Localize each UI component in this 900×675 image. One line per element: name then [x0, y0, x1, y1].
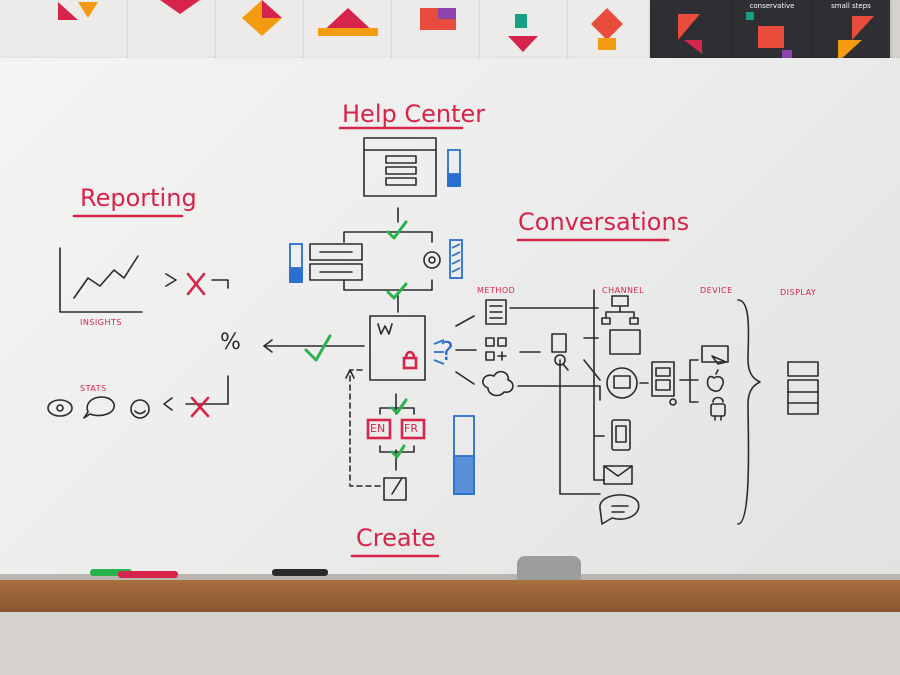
mobile-channel-icon: [611, 419, 631, 451]
green-check: [304, 334, 332, 362]
edit-icon: [383, 477, 407, 501]
insights-chart-line: [73, 255, 139, 299]
lock-icon: [402, 356, 418, 370]
tangram-shape: [515, 14, 527, 28]
whiteboard: [0, 58, 900, 580]
red-x-mark: [190, 396, 210, 418]
tangram-shape: [852, 16, 874, 40]
article-list-icon: [309, 243, 363, 261]
en-label: EN: [370, 422, 386, 435]
green-check: [390, 444, 406, 459]
marker-tray: [0, 574, 900, 584]
red-x-mark: [186, 272, 206, 296]
tangram-shape: [684, 40, 702, 54]
form-method-icon: [485, 299, 507, 325]
eye-icon: [47, 399, 73, 417]
apple-device-icon: [706, 375, 725, 392]
tangram-shape: [438, 8, 456, 19]
create-title: Create: [356, 524, 436, 552]
tangram-shape: [678, 14, 700, 40]
display-label: DISPLAY: [780, 288, 817, 297]
tangram-shape: [262, 0, 282, 18]
green-marker[interactable]: [90, 569, 132, 576]
wall-below: [0, 612, 900, 675]
tangram-shape: [782, 50, 792, 60]
poster-graphics: [58, 0, 874, 62]
insights-chart-axes: [59, 247, 143, 313]
black-marker[interactable]: [272, 569, 328, 576]
tangram-shape: [758, 26, 784, 48]
poster-conservative-label: conservative: [749, 2, 795, 10]
fr-language-box: [400, 418, 426, 440]
question-mark: ?: [440, 337, 454, 367]
stats-label: STATS: [80, 384, 107, 393]
tangram-shape: [591, 8, 623, 40]
green-check: [386, 220, 408, 240]
method-label: METHOD: [477, 286, 516, 295]
desktop-device-icon: [701, 345, 729, 363]
percent-symbol: %: [220, 330, 241, 355]
curly-bracket: [737, 299, 761, 525]
blue-level-bar: [449, 239, 463, 279]
display-list-icon: [787, 361, 819, 377]
insights-label: INSIGHTS: [80, 318, 122, 327]
android-device-icon: [710, 403, 726, 417]
device-label: DEVICE: [700, 286, 733, 295]
channel-label: CHANNEL: [602, 286, 645, 295]
speech-bubble-icon: [83, 396, 115, 419]
smiley-icon: [130, 399, 150, 419]
tangram-shape: [58, 2, 78, 20]
tangram-shape: [746, 12, 754, 20]
email-channel-icon: [603, 465, 633, 485]
tangram-shape: [160, 0, 200, 14]
fr-label: FR: [404, 422, 418, 435]
tangram-shape: [508, 36, 538, 52]
reporting-title: Reporting: [80, 184, 197, 212]
red-marker[interactable]: [118, 571, 178, 578]
conversations-title: Conversations: [518, 208, 690, 236]
tangram-shape: [838, 40, 862, 62]
network-channel-icon: [611, 295, 629, 307]
help-center-page-icon: [363, 137, 437, 197]
wood-ledge: [0, 580, 900, 612]
tablet-device-icon: [651, 361, 675, 397]
help-page-channel-icon: [609, 329, 641, 355]
question-doc-icon: [551, 333, 567, 353]
tangram-shape: [598, 38, 616, 50]
tangram-shape: [78, 2, 98, 18]
app-window-icon: [369, 315, 426, 381]
cloud-method-icon: [482, 370, 514, 397]
question-arrows: [433, 339, 445, 365]
messenger-channel-icon: [606, 367, 638, 399]
grid-method-icon: [485, 337, 495, 347]
poster-small-steps-label: small steps: [831, 2, 871, 10]
gear-icon: [423, 251, 441, 269]
dashed-arrow: [349, 369, 383, 487]
green-check: [386, 282, 408, 300]
en-language-box: [366, 418, 392, 440]
green-check: [390, 398, 408, 415]
help-center-title: Help Center: [342, 100, 486, 128]
chat-channel-icon: [599, 494, 640, 525]
tangram-shape: [318, 28, 378, 36]
poster-2: [128, 0, 217, 66]
